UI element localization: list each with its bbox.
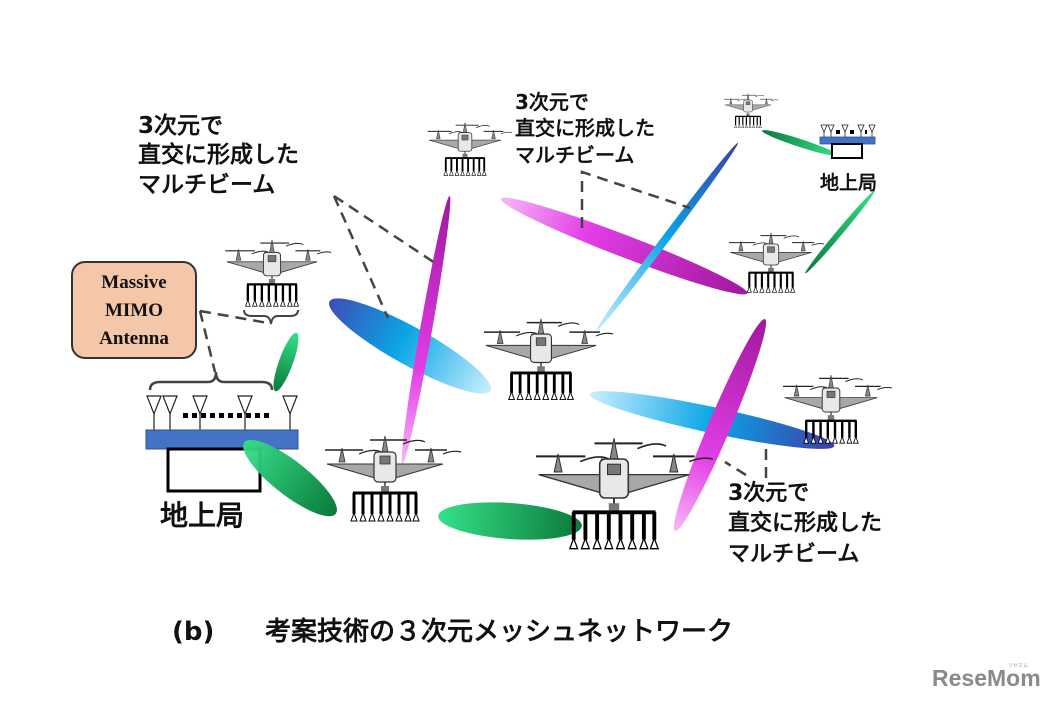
- callout-line: 3次元で: [728, 480, 809, 506]
- callout-bottom-right: 3次元で 直交に形成した マルチビーム: [728, 480, 882, 567]
- callout-top: 3次元で 直交に形成した マルチビーム: [515, 90, 655, 167]
- caption-title: 考案技術の３次元メッシュネットワーク: [265, 616, 733, 647]
- callout-line: マルチビーム: [138, 172, 275, 198]
- antenna-box-line-2: MIMO: [105, 300, 163, 321]
- beam-blue-left: [329, 298, 491, 394]
- callout-line: 直交に形成した: [728, 510, 882, 536]
- beam-green-remote-down: [805, 190, 875, 274]
- station-building-remote: [831, 143, 863, 159]
- beam-green-remote: [761, 130, 839, 156]
- drone-icon[interactable]: [482, 317, 615, 401]
- station-building: [166, 447, 262, 493]
- antenna-box-line-3: Antenna: [99, 328, 169, 349]
- drone-icon[interactable]: [426, 121, 514, 177]
- antenna-brace: [148, 371, 274, 391]
- resemom-logo: ReseMom リセマム: [932, 663, 1041, 691]
- beams: [243, 130, 875, 540]
- drone-icon[interactable]: [723, 92, 780, 129]
- ground-station-main: 地上局: [145, 371, 299, 532]
- beam-magenta-vertical: [401, 196, 451, 464]
- callout-pointers: [198, 170, 768, 478]
- logo-text: ReseMom: [932, 665, 1041, 691]
- beam-blue-diagonal: [595, 142, 739, 332]
- pointer-top-callout: [580, 170, 691, 228]
- beam-magenta-top: [500, 197, 748, 295]
- drone-icon[interactable]: [224, 238, 333, 308]
- pointer-antenna-drone: [199, 309, 269, 325]
- beam-green-main-up: [273, 332, 299, 392]
- drone-antenna-brace: [243, 309, 299, 325]
- pointer-left-callout: [332, 194, 436, 319]
- logo-subtext: リセマム: [1008, 663, 1028, 669]
- beam-green-main-down-overlay: [243, 439, 337, 517]
- callout-line: マルチビーム: [728, 542, 859, 567]
- callout-line: 3次元で: [138, 112, 223, 139]
- drone-icon[interactable]: [323, 434, 463, 523]
- callout-line: 直交に形成した: [515, 116, 655, 140]
- pointer-bottom-right-callout: [724, 445, 768, 478]
- ground-station-remote: 地上局: [819, 124, 877, 194]
- ground-station-label-remote: 地上局: [820, 171, 877, 194]
- callout-line: 3次元で: [515, 90, 589, 114]
- callout-left: 3次元で 直交に形成した マルチビーム: [138, 112, 299, 198]
- antenna-array-panel-remote: [819, 136, 876, 145]
- antenna-elements: [146, 395, 298, 430]
- ground-station-label: 地上局: [160, 499, 244, 532]
- pointer-antenna-ground: [198, 310, 217, 373]
- callout-line: マルチビーム: [515, 143, 634, 167]
- drone-icon[interactable]: [727, 231, 826, 294]
- beam-green-bottom: [438, 502, 582, 540]
- ellipsis-dots: [183, 413, 269, 418]
- beam-magenta-right: [673, 319, 767, 531]
- caption-label: (b): [172, 617, 214, 647]
- antenna-array-panel: [145, 429, 299, 450]
- callout-line: 直交に形成した: [138, 141, 299, 168]
- antenna-box-line-1: Massive: [101, 272, 166, 293]
- massive-mimo-label-box: Massive MIMO Antenna: [71, 261, 197, 359]
